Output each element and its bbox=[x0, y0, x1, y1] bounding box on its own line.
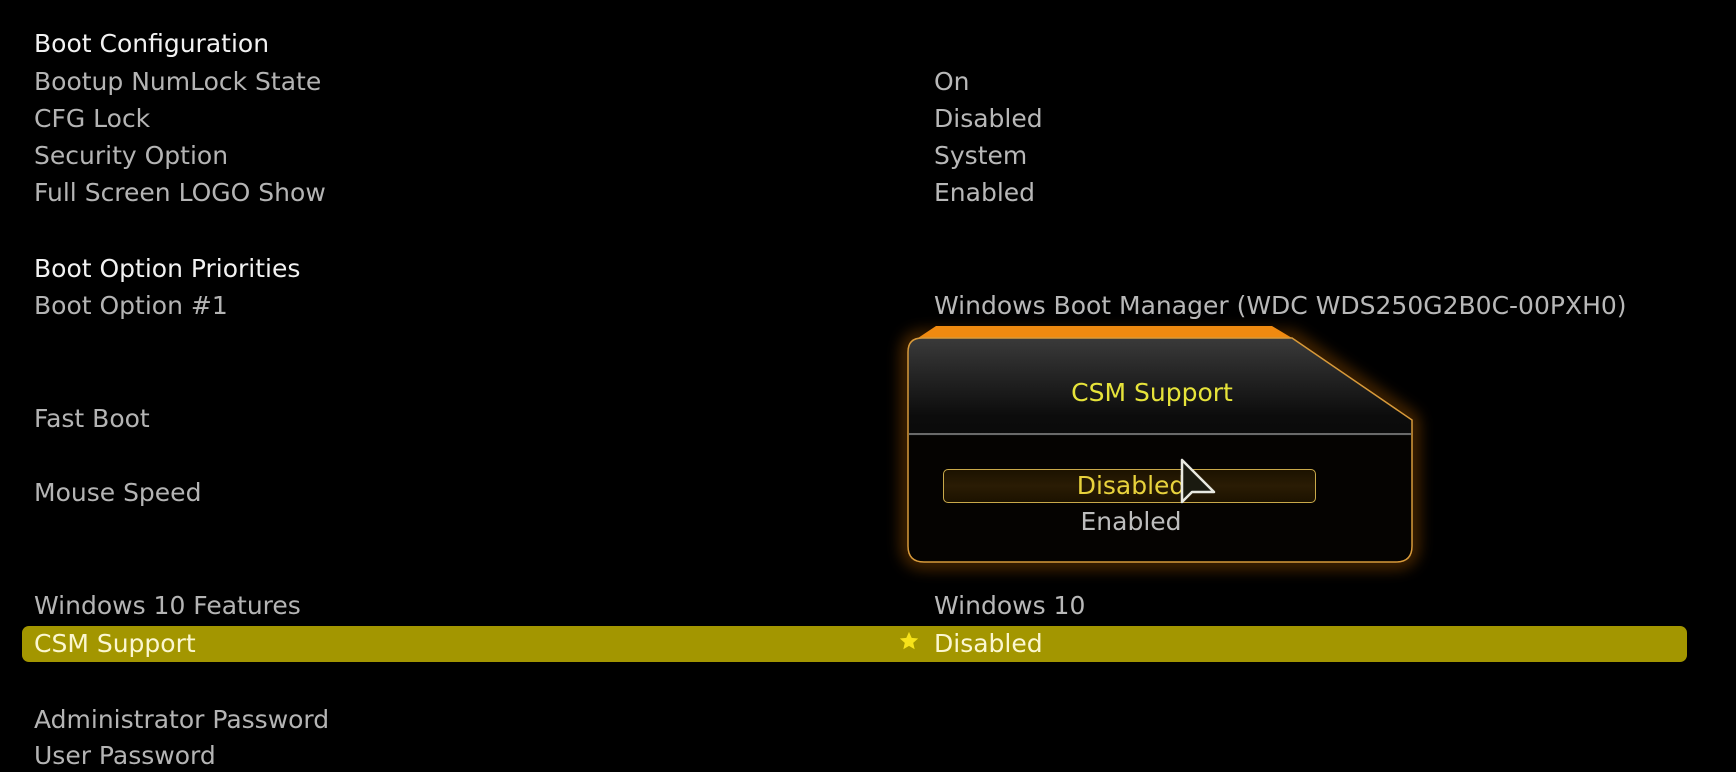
mouse-cursor-icon bbox=[1180, 458, 1216, 504]
option-disabled[interactable]: Disabled bbox=[1076, 471, 1186, 500]
setting-security-option-value[interactable]: System bbox=[934, 141, 1028, 170]
setting-windows-features-value[interactable]: Windows 10 bbox=[934, 591, 1086, 620]
setting-full-screen-logo-label[interactable]: Full Screen LOGO Show bbox=[34, 178, 326, 207]
setting-cfg-lock-label[interactable]: CFG Lock bbox=[34, 104, 151, 133]
setting-user-password-label[interactable]: User Password bbox=[34, 741, 216, 770]
csm-support-popup: CSM Support Disabled Enabled bbox=[900, 318, 1420, 568]
setting-csm-support-row[interactable]: CSM Support Disabled bbox=[22, 626, 1687, 662]
star-icon bbox=[899, 631, 919, 650]
setting-mouse-speed-label[interactable]: Mouse Speed bbox=[34, 478, 202, 507]
setting-csm-support-value: Disabled bbox=[934, 629, 1043, 658]
setting-bootup-numlock-value[interactable]: On bbox=[934, 67, 970, 96]
popup-title: CSM Support bbox=[1071, 378, 1233, 407]
option-disabled-selection-box[interactable] bbox=[943, 469, 1316, 503]
option-enabled[interactable]: Enabled bbox=[1080, 507, 1182, 536]
setting-security-option-label[interactable]: Security Option bbox=[34, 141, 229, 170]
setting-bootup-numlock-label[interactable]: Bootup NumLock State bbox=[34, 67, 322, 96]
setting-csm-support-label: CSM Support bbox=[34, 629, 196, 658]
setting-windows-features-label[interactable]: Windows 10 Features bbox=[34, 591, 301, 620]
setting-boot-option-1-value[interactable]: Windows Boot Manager (WDC WDS250G2B0C-00… bbox=[934, 291, 1627, 320]
setting-administrator-password-label[interactable]: Administrator Password bbox=[34, 705, 330, 734]
section-heading-boot-configuration: Boot Configuration bbox=[34, 29, 270, 58]
section-heading-boot-option-priorities: Boot Option Priorities bbox=[34, 254, 301, 283]
setting-full-screen-logo-value[interactable]: Enabled bbox=[934, 178, 1036, 207]
setting-cfg-lock-value[interactable]: Disabled bbox=[934, 104, 1043, 133]
setting-boot-option-1-label[interactable]: Boot Option #1 bbox=[34, 291, 228, 320]
setting-fast-boot-label[interactable]: Fast Boot bbox=[34, 404, 150, 433]
